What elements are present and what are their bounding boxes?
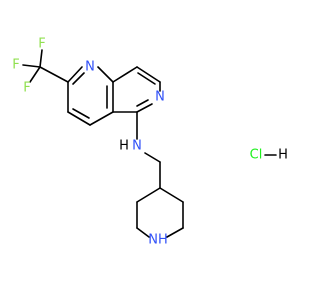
bond-c2-n1 — [67, 66, 83, 83]
bond-c4a-c4 — [89, 111, 114, 126]
bond-pip-c4-c3 — [159, 187, 184, 203]
bond-layer — [22, 49, 277, 238]
molecule-structure: F F F N N N H NH Cl H — [12, 37, 288, 248]
bond-cf3-f-left — [22, 64, 41, 68]
bond-c8-c7 — [136, 66, 161, 83]
bond-nh-ch2 — [144, 152, 161, 163]
atom-f-top: F — [38, 37, 45, 52]
atom-f-left: F — [12, 58, 19, 73]
bond-c8-c7-inner — [137, 72, 156, 85]
bond-n1-c8a — [97, 66, 114, 83]
bond-cf3-f-low — [29, 66, 41, 83]
bond-c8a-c8 — [112, 66, 138, 83]
atom-f-low: F — [23, 81, 30, 96]
bond-pip-c5-c4 — [136, 187, 161, 203]
atom-hcl-h: H — [278, 148, 288, 163]
bond-n6-c5-inner — [136, 99, 149, 107]
bond-cf3-ring — [39, 66, 69, 83]
atom-n6: N — [155, 90, 165, 105]
atom-amine-n: N — [132, 139, 142, 154]
bond-c4-c3 — [67, 111, 91, 126]
atom-piperidine-nh: NH — [148, 233, 168, 248]
atom-amine-h: H — [119, 139, 129, 154]
bond-c4-c3-inner — [72, 108, 90, 119]
bond-pip-n-c6 — [136, 227, 150, 238]
atom-hcl-cl: Cl — [250, 148, 263, 163]
atom-labels: F F F N N N H NH Cl H — [12, 37, 288, 248]
bond-cf3-f-top — [39, 49, 43, 68]
bond-c2-n1-inner — [72, 72, 85, 85]
atom-n1: N — [85, 60, 95, 75]
bond-n6-c5 — [136, 103, 153, 113]
bond-pip-c2-n — [166, 227, 184, 238]
